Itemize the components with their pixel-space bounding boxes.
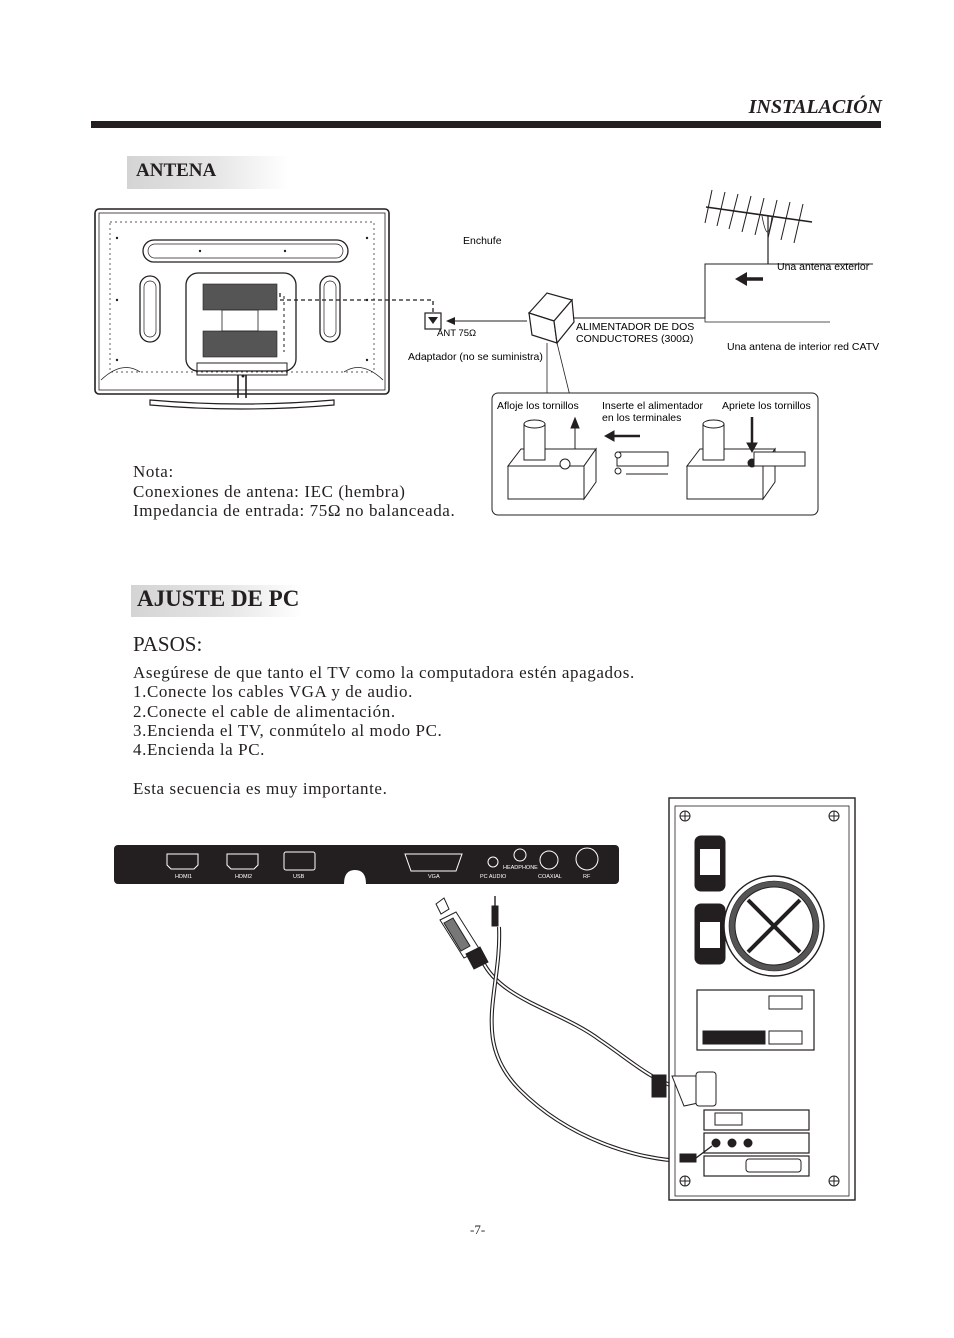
port-label-rf: RF (583, 874, 591, 880)
step1-label: Afloje los tornillos (497, 400, 579, 412)
vga-plug-tv-side (435, 897, 489, 970)
dotted-link (279, 293, 434, 316)
rf-port-icon (575, 847, 599, 871)
pc-step-3: 3.Encienda el TV, conmútelo al modo PC. (133, 721, 443, 740)
label-ant-jack: ANT 75Ω (437, 328, 476, 339)
pc-steps-heading: PASOS: (133, 632, 203, 656)
note-heading: Nota: (133, 462, 174, 481)
step1-terminal-drawing (506, 416, 597, 501)
label-alimentador-1: ALIMENTADOR DE DOS (576, 321, 694, 333)
step2-label-2: en los terminales (602, 412, 681, 424)
pc-step-1: 1.Conecte los cables VGA y de audio. (133, 682, 414, 701)
audio-plug-pc-side (679, 1145, 713, 1163)
tv-rear-view (94, 208, 390, 410)
port-label-coaxial: COAXIAL (538, 874, 562, 880)
label-adaptador: Adaptador (no se suministra) (408, 351, 543, 363)
audio-plug-tv-side (491, 896, 499, 927)
antena-section-title: ANTENA (136, 160, 217, 181)
step3-label: Apriete los tornillos (722, 400, 811, 412)
hdmi1-port-icon (166, 853, 199, 870)
pc-section-tab: AJUSTE DE PC (131, 585, 303, 617)
label-antena-exterior: Una antena exterior (777, 261, 870, 273)
antena-section-tab: ANTENA (127, 156, 289, 189)
feeder-adapter (527, 292, 575, 345)
pc-step-4: 4.Encienda la PC. (133, 740, 266, 759)
pc-connection-diagram: HDMI1 HDMI2 USB VGA HEADPHONE PC AUDIO C… (114, 797, 856, 1201)
note-line-2: Impedancia de entrada: 75Ω no balanceada… (133, 501, 456, 520)
port-label-vga: VGA (428, 874, 440, 880)
tv-screw-dots (115, 236, 369, 378)
port-label-pc-audio: PC AUDIO (480, 874, 507, 880)
pc-tower (668, 797, 856, 1201)
pc-section-title: AJUSTE DE PC (137, 586, 300, 611)
page-header-title: INSTALACIÓN (748, 96, 882, 118)
label-enchufe: Enchufe (463, 235, 502, 247)
usb-port-icon (283, 851, 316, 871)
coaxial-port-icon (539, 850, 559, 870)
vga-plug-pc-side (651, 1071, 717, 1107)
pc-step-2: 2.Conecte el cable de alimentación. (133, 702, 396, 721)
pc-step-0: Asegúrese de que tanto el TV como la com… (133, 663, 635, 682)
port-label-headphone: HEADPHONE (503, 865, 538, 871)
port-label-hdmi1: HDMI1 (175, 874, 192, 880)
cables (480, 926, 685, 1163)
step3-terminal-drawing (685, 417, 806, 501)
antenna-diagram: Enchufe Una antena exterior ANT 75Ω ALIM… (94, 189, 879, 516)
note-line-1: Conexiones de antena: IEC (hembra) (133, 482, 406, 501)
pc-closing: Esta secuencia es muy importante. (133, 779, 388, 798)
label-antena-interior: Una antena de interior red CATV (727, 341, 879, 353)
tv-io-panel: HDMI1 HDMI2 USB VGA HEADPHONE PC AUDIO C… (114, 845, 619, 884)
step2-feeder-drawing (603, 430, 669, 475)
port-label-usb: USB (293, 874, 305, 880)
label-alimentador-2: CONDUCTORES (300Ω) (576, 333, 693, 345)
hdmi2-port-icon (226, 853, 259, 870)
vga-port-icon (404, 853, 463, 872)
step2-label-1: Inserte el alimentador (602, 400, 703, 412)
page-number: -7- (470, 1222, 486, 1237)
outdoor-antenna (704, 189, 813, 264)
headphone-port-icon (513, 848, 527, 862)
port-label-hdmi2: HDMI2 (235, 874, 252, 880)
pc-audio-port-icon (487, 856, 499, 868)
header-rule (91, 121, 881, 128)
